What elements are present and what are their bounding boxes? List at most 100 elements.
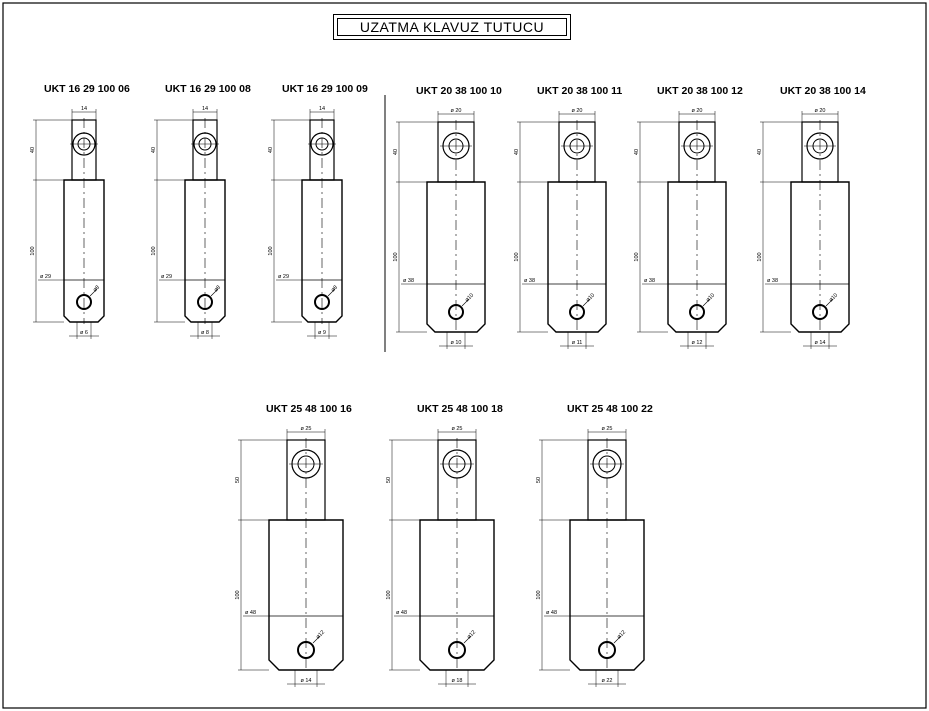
part-row1-right-2: UKT 20 38 100 12 ø10 ø 20 ø 12 40 100 ø 38 (634, 85, 743, 349)
body-outline (63, 179, 105, 323)
shank-height-label: 50 (536, 477, 542, 483)
part-row2-0: UKT 25 48 100 16 ø12 ø 25 ø 14 50 100 ø 48 (235, 403, 352, 687)
part-code: UKT 16 29 100 08 (165, 83, 251, 95)
bore-dim-label: ø 12 (691, 340, 702, 346)
shank-height-label: 40 (634, 149, 640, 155)
part-code: UKT 16 29 100 06 (44, 83, 130, 95)
shank-outline (437, 121, 475, 183)
bore-dim-label: ø 18 (451, 678, 462, 684)
shank-width-label: ø 25 (601, 426, 612, 432)
hole-leader (210, 288, 219, 297)
part-row1-right-0: UKT 20 38 100 10 ø10 ø 20 ø 10 40 100 ø 38 (393, 85, 502, 349)
body-diameter-label: ø 29 (161, 274, 172, 280)
bore-dim-label: ø 11 (572, 340, 583, 346)
bottom-hole (448, 641, 466, 659)
shank-height-label: 40 (268, 147, 274, 153)
body-diameter-label: ø 38 (767, 278, 778, 284)
part-row2-1: UKT 25 48 100 18 ø12 ø 25 ø 18 50 100 ø 48 (386, 403, 503, 687)
hole-dim-label: ø10 (464, 292, 475, 303)
hole-leader (89, 288, 98, 297)
shank-width-label: ø 20 (814, 108, 825, 114)
body-outline (268, 519, 344, 671)
shank-width-label: ø 20 (571, 108, 582, 114)
body-diameter-label: ø 48 (245, 610, 256, 616)
bore-dim-label: ø 6 (80, 330, 88, 336)
hole-dim-label: ø10 (585, 292, 596, 303)
bottom-hole (569, 304, 585, 320)
body-outline (426, 181, 486, 333)
part-code: UKT 16 29 100 09 (282, 83, 368, 95)
part-row1-left-2: UKT 16 29 100 09 ø8 14 ø 9 40 100 ø 29 (268, 83, 368, 339)
shank-height-label: 40 (514, 149, 520, 155)
hole-dim-label: ø8 (330, 285, 339, 294)
body-height-label: 100 (536, 590, 542, 599)
shank-outline (801, 121, 839, 183)
part-code: UKT 25 48 100 18 (417, 403, 503, 415)
body-height-label: 100 (268, 246, 274, 255)
shank-width-label: ø 25 (451, 426, 462, 432)
bottom-hole (314, 294, 330, 310)
body-height-label: 100 (634, 252, 640, 261)
bottom-hole (76, 294, 92, 310)
part-code: UKT 20 38 100 10 (416, 85, 502, 97)
body-outline (569, 519, 645, 671)
hole-leader (461, 298, 470, 307)
hole-leader (613, 635, 622, 644)
hole-dim-label: ø12 (315, 629, 326, 640)
body-outline (547, 181, 607, 333)
title-block: UZATMA KLAVUZ TUTUCU (333, 14, 571, 40)
body-outline (419, 519, 495, 671)
body-diameter-label: ø 38 (403, 278, 414, 284)
hole-dim-label: ø10 (705, 292, 716, 303)
shank-outline (558, 121, 596, 183)
drawing-title: UZATMA KLAVUZ TUTUCU (337, 18, 567, 36)
bore-dim-label: ø 14 (814, 340, 825, 346)
body-diameter-label: ø 38 (644, 278, 655, 284)
body-outline (184, 179, 226, 323)
shank-height-label: 50 (235, 477, 241, 483)
bottom-hole (598, 641, 616, 659)
shank-width-label: ø 20 (450, 108, 461, 114)
body-height-label: 100 (514, 252, 520, 261)
bore-dim-label: ø 8 (201, 330, 209, 336)
body-outline (667, 181, 727, 333)
body-outline (301, 179, 343, 323)
bore-dim-label: ø 10 (450, 340, 461, 346)
bottom-hole (812, 304, 828, 320)
shank-height-label: 40 (757, 149, 763, 155)
bore-dim-label: ø 14 (300, 678, 311, 684)
shank-width-label: ø 25 (300, 426, 311, 432)
body-outline (790, 181, 850, 333)
shank-outline (678, 121, 716, 183)
shank-width-label: 14 (81, 106, 87, 112)
bottom-hole (689, 304, 705, 320)
hole-dim-label: ø8 (92, 285, 101, 294)
shank-height-label: 40 (393, 149, 399, 155)
hole-dim-label: ø12 (466, 629, 477, 640)
body-height-label: 100 (386, 590, 392, 599)
body-diameter-label: ø 48 (546, 610, 557, 616)
hole-leader (582, 298, 591, 307)
part-code: UKT 25 48 100 16 (266, 403, 352, 415)
bottom-hole (448, 304, 464, 320)
body-diameter-label: ø 38 (524, 278, 535, 284)
bore-dim-label: ø 9 (318, 330, 326, 336)
shank-width-label: ø 20 (691, 108, 702, 114)
shank-width-label: 14 (319, 106, 325, 112)
shank-height-label: 50 (386, 477, 392, 483)
hole-leader (825, 298, 834, 307)
body-height-label: 100 (393, 252, 399, 261)
bottom-hole (197, 294, 213, 310)
body-diameter-label: ø 48 (396, 610, 407, 616)
body-height-label: 100 (235, 590, 241, 599)
hole-dim-label: ø12 (616, 629, 627, 640)
body-diameter-label: ø 29 (278, 274, 289, 280)
shank-height-label: 40 (30, 147, 36, 153)
body-height-label: 100 (30, 246, 36, 255)
part-code: UKT 20 38 100 12 (657, 85, 743, 97)
